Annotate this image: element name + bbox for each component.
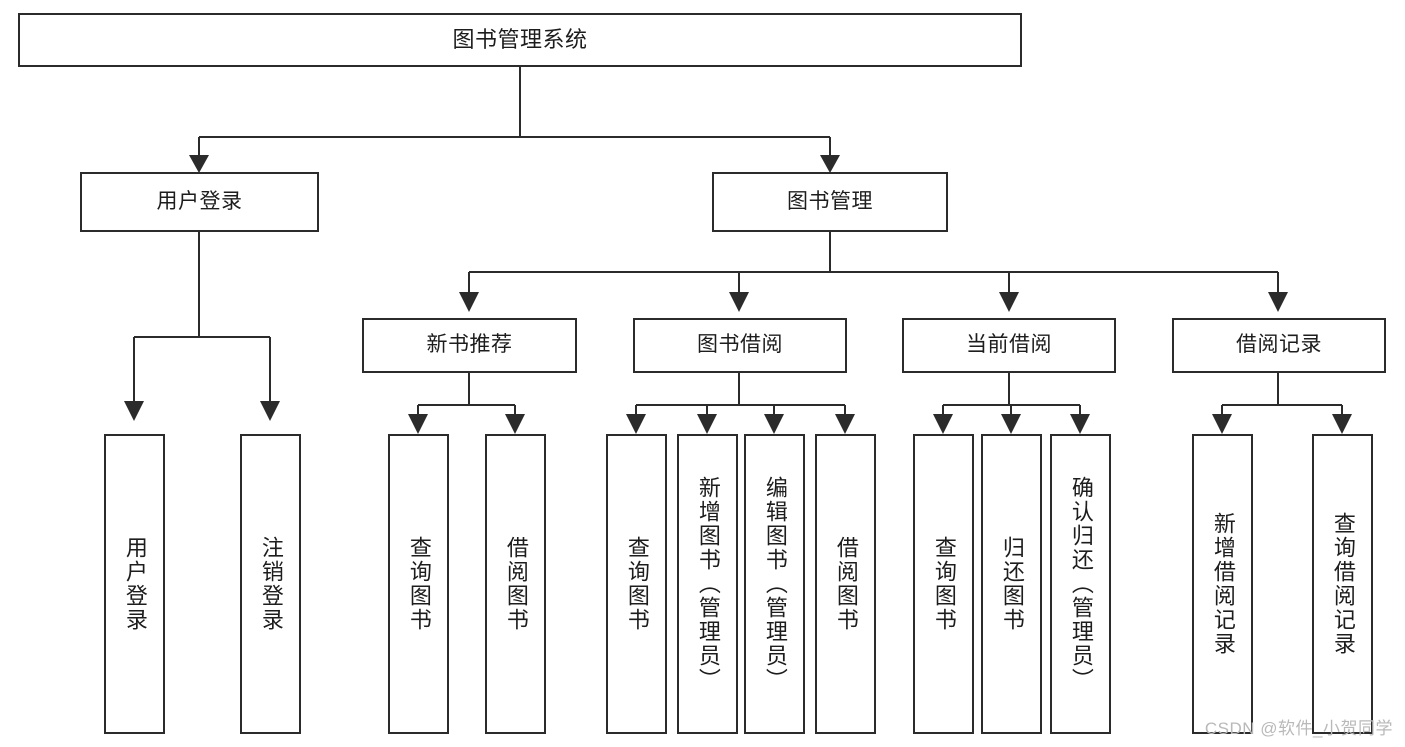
leaf-current-confirm-return-label: 确认归还（管理员）: [1068, 476, 1094, 692]
leaf-logout[interactable]: 注销登录: [240, 434, 301, 734]
watermark: CSDN @软件_小贺同学: [1204, 719, 1393, 738]
leaf-borrow-query-book[interactable]: 查询图书: [606, 434, 667, 734]
leaf-newbook-query-book[interactable]: 查询图书: [388, 434, 449, 734]
leaf-borrow-edit-book[interactable]: 编辑图书（管理员）: [744, 434, 805, 734]
leaf-record-add-record[interactable]: 新增借阅记录: [1192, 434, 1253, 734]
leaf-current-query-book-label: 查询图书: [931, 536, 957, 632]
node-borrow-record[interactable]: 借阅记录: [1172, 318, 1386, 373]
node-current-borrow[interactable]: 当前借阅: [902, 318, 1116, 373]
leaf-current-query-book[interactable]: 查询图书: [913, 434, 974, 734]
node-book-management-label: 图书管理: [787, 189, 873, 213]
node-current-borrow-label: 当前借阅: [966, 333, 1052, 357]
leaf-user-login-label: 用户登录: [122, 536, 148, 632]
arrow-current-leaf-2: [1001, 414, 1021, 434]
arrow-borrow-leaf-3: [764, 414, 784, 434]
arrow-bookmgmt-to-current: [999, 292, 1019, 312]
node-book-borrow-label: 图书借阅: [697, 333, 783, 357]
leaf-record-add-record-label: 新增借阅记录: [1210, 512, 1236, 656]
leaf-newbook-borrow-book-label: 借阅图书: [503, 536, 529, 632]
node-user-login[interactable]: 用户登录: [80, 172, 319, 232]
node-borrow-record-label: 借阅记录: [1236, 333, 1322, 357]
node-new-book-recommend[interactable]: 新书推荐: [362, 318, 577, 373]
leaf-record-query-record[interactable]: 查询借阅记录: [1312, 434, 1373, 734]
arrow-userlogin-leaf-1: [124, 401, 144, 421]
arrow-record-leaf-2: [1332, 414, 1352, 434]
arrow-borrow-leaf-4: [835, 414, 855, 434]
arrow-record-leaf-1: [1212, 414, 1232, 434]
leaf-record-query-record-label: 查询借阅记录: [1330, 512, 1356, 656]
leaf-borrow-borrow-book[interactable]: 借阅图书: [815, 434, 876, 734]
arrow-root-to-userlogin: [189, 155, 209, 173]
leaf-borrow-query-book-label: 查询图书: [624, 536, 650, 632]
node-root[interactable]: 图书管理系统: [18, 13, 1022, 67]
node-book-borrow[interactable]: 图书借阅: [633, 318, 847, 373]
leaf-logout-label: 注销登录: [258, 536, 284, 632]
arrow-bookmgmt-to-record: [1268, 292, 1288, 312]
leaf-current-return-book[interactable]: 归还图书: [981, 434, 1042, 734]
node-book-management[interactable]: 图书管理: [712, 172, 948, 232]
arrow-borrow-leaf-1: [626, 414, 646, 434]
arrow-newbook-leaf-1: [408, 414, 428, 434]
arrow-borrow-leaf-2: [697, 414, 717, 434]
arrow-bookmgmt-to-borrow: [729, 292, 749, 312]
leaf-borrow-add-book-label: 新增图书（管理员）: [695, 476, 721, 692]
arrow-userlogin-leaf-2: [260, 401, 280, 421]
arrow-newbook-leaf-2: [505, 414, 525, 434]
arrow-root-to-bookmgmt: [820, 155, 840, 173]
leaf-current-confirm-return[interactable]: 确认归还（管理员）: [1050, 434, 1111, 734]
leaf-newbook-query-book-label: 查询图书: [406, 536, 432, 632]
node-root-label: 图书管理系统: [452, 27, 588, 53]
leaf-borrow-borrow-book-label: 借阅图书: [833, 536, 859, 632]
leaf-borrow-edit-book-label: 编辑图书（管理员）: [762, 476, 788, 692]
leaf-user-login[interactable]: 用户登录: [104, 434, 165, 734]
arrow-current-leaf-1: [933, 414, 953, 434]
arrow-bookmgmt-to-newbook: [459, 292, 479, 312]
arrow-current-leaf-3: [1070, 414, 1090, 434]
leaf-borrow-add-book[interactable]: 新增图书（管理员）: [677, 434, 738, 734]
node-new-book-recommend-label: 新书推荐: [426, 333, 513, 357]
leaf-newbook-borrow-book[interactable]: 借阅图书: [485, 434, 546, 734]
leaf-current-return-book-label: 归还图书: [999, 536, 1025, 632]
node-user-login-label: 用户登录: [156, 189, 243, 213]
